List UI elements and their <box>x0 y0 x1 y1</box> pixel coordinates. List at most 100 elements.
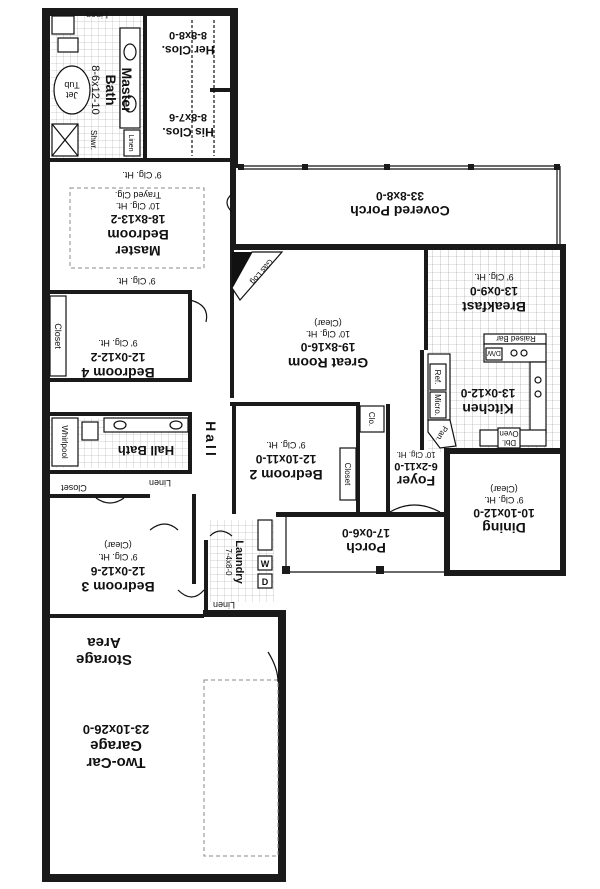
bedroom2-clg: 9' Clg. Ht. <box>266 440 305 450</box>
closet-b2-box <box>339 447 357 501</box>
bedroom4-name: Bedroom 4 <box>81 365 154 381</box>
breakfast-dim: 13-0x9-0 <box>470 284 518 298</box>
covered-porch-dim: 33-8x8-0 <box>376 189 424 203</box>
great-room-name: Great Room <box>288 355 368 371</box>
door-arc <box>149 523 179 531</box>
foyer-dim: 6-2x11-0 <box>394 460 437 472</box>
shwr-label: Shwr. <box>89 130 98 150</box>
sink-icon <box>123 95 137 113</box>
sink-icon <box>123 43 137 61</box>
jet-tub <box>53 65 91 115</box>
clo-b2-label: Clo. <box>367 412 376 426</box>
dining-dim: 10-10x12-0 <box>473 506 535 520</box>
master-bath-dim: 8-6x12-10 <box>89 65 101 115</box>
ref-label: Ref. <box>433 370 442 385</box>
dishwasher <box>485 347 503 361</box>
jet-tub-line1: Jet <box>66 90 79 100</box>
micro-label: Micro. <box>433 394 442 416</box>
linen-hall-label: Linen <box>149 478 171 488</box>
sink-icon <box>520 349 528 357</box>
storage-line2: Area <box>87 634 121 651</box>
master-bedroom-line2: Bedroom <box>107 227 168 243</box>
master-bedroom-clg2: Trayed Clg. <box>115 190 161 200</box>
linen-laundry-label: Linen <box>213 600 235 610</box>
bedroom2-dim: 12-10x11-0 <box>255 452 316 466</box>
master-bedroom-dim: 18-8x13-2 <box>110 212 165 226</box>
bedroom3-clg: 9' Clg. Ht. <box>98 552 137 562</box>
door-arc <box>177 589 205 598</box>
raised-bar-label: Raised Bar <box>496 334 536 343</box>
door-arc <box>267 651 279 683</box>
closet-b4-box <box>49 295 67 377</box>
bedroom2-name: Bedroom 2 <box>249 467 322 483</box>
jet-tub-line2: Tub <box>64 80 79 90</box>
door-arc <box>226 193 233 213</box>
dining-name: Dining <box>482 520 526 536</box>
linen-top-label: Linen <box>86 10 108 20</box>
tub <box>51 417 79 467</box>
dw-label: D/W <box>487 349 501 356</box>
porch-dim: 17-0x6-0 <box>342 526 390 540</box>
fireplace-hearth <box>231 251 284 301</box>
bedroom3-dim: 12-0x12-6 <box>90 564 145 578</box>
whirlpool-label: Whirlpool <box>60 425 69 459</box>
toilet <box>81 421 99 441</box>
vanity-hall <box>103 417 189 433</box>
master-bath-line2: Bath <box>103 74 119 105</box>
linen-small-box <box>123 129 141 157</box>
bedroom3-name: Bedroom 3 <box>81 579 154 595</box>
master-bedroom-line1: Master <box>115 243 161 259</box>
dryer <box>257 573 273 589</box>
breakfast-name: Breakfast <box>462 299 526 315</box>
sink-icon <box>510 349 518 357</box>
washer <box>257 555 273 571</box>
sink-icon <box>169 420 183 430</box>
storage-line1: Storage <box>76 651 132 668</box>
dining-clg2: (Clear) <box>490 484 518 494</box>
front-porch-outline <box>282 517 444 574</box>
laundry-name: Laundry <box>233 540 245 584</box>
door-arc <box>189 299 208 323</box>
his-clos-dim: 8-8x7-6 <box>169 111 207 123</box>
foyer-name: Foyer <box>396 473 435 489</box>
dbl-oven-line1: Dbl. <box>502 438 516 447</box>
closet-hall-label: Closet <box>61 483 87 493</box>
dbl-oven-line2: Oven <box>499 429 518 438</box>
clg-ht-b: 9' Clg. Ht. <box>116 276 155 286</box>
washer-label: W <box>261 559 270 569</box>
laundry-counter <box>257 519 273 551</box>
toilet-area <box>57 37 79 53</box>
bedroom4-dim: 12-0x12-2 <box>90 350 145 364</box>
covered-porch-name: Covered Porch <box>350 203 450 219</box>
hall-bath-label: Hall Bath <box>118 443 174 458</box>
hall-label: Hall <box>203 421 219 459</box>
stove-burner <box>534 390 542 398</box>
closet-b4-label: Closet <box>53 323 63 349</box>
linen-small-label: Linen <box>127 134 134 151</box>
stove-burner <box>534 376 542 384</box>
great-room-clg: 10' Clg. Ht. <box>306 329 350 339</box>
interior-walls <box>50 8 428 618</box>
closet-b2-label: Closet <box>343 463 352 486</box>
breakfast-tile <box>428 248 560 332</box>
clg-ht-a: 9' Clg. Ht. <box>122 170 161 180</box>
kitchen-name: Kitchen <box>462 401 513 417</box>
great-room-clg2: (Clear) <box>314 318 342 328</box>
bedroom4-clg: 9' Clg. Ht. <box>98 338 137 348</box>
garage-line1: Two-Car <box>86 754 145 771</box>
her-clos-dim: 8-8x8-0 <box>169 29 207 41</box>
kitchen-dim: 13-0x12-0 <box>460 386 515 400</box>
bath-cabinet <box>51 15 75 35</box>
door-arc <box>389 504 441 513</box>
garage-car-outline <box>203 679 279 857</box>
garage-line2: Garage <box>90 737 142 754</box>
counter-right <box>529 361 547 435</box>
microwave <box>429 391 447 419</box>
garage-dim: 23-10x26-0 <box>83 722 150 737</box>
sink-icon <box>113 420 127 430</box>
door-arc <box>95 497 125 504</box>
his-clos-name: His Clos. <box>162 125 213 139</box>
laundry-dim: 7-4x8-0 <box>224 548 233 576</box>
bedroom3-clg2: (Clear) <box>104 540 132 550</box>
